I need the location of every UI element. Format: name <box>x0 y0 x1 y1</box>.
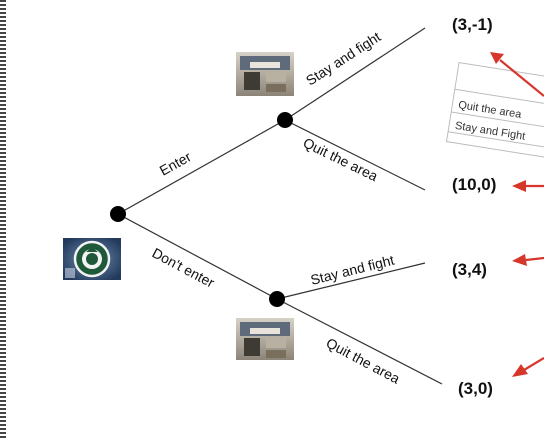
cafe-photo-lower <box>236 318 294 360</box>
arrow-to-dont-stay <box>525 256 544 262</box>
starbucks-logo-image <box>63 238 121 280</box>
root-node <box>110 206 126 222</box>
edge-upper-stay <box>284 27 426 121</box>
payoff-enter-stay: (3,-1) <box>452 15 493 34</box>
payoff-enter-quit: (10,0) <box>452 175 496 194</box>
edge-lower-stay <box>276 262 426 300</box>
edge-enter <box>117 119 286 215</box>
left-border-stripe <box>0 0 6 438</box>
label-upper-stay: Stay and fight <box>303 28 384 88</box>
label-lower-stay: Stay and fight <box>309 252 396 288</box>
label-dont-enter: Don't enter <box>150 245 218 291</box>
label-lower-quit: Quit the area <box>324 335 403 387</box>
arrow-head <box>512 254 527 266</box>
arrow-to-dont-quit <box>523 357 544 371</box>
arrow-to-enter-stay <box>499 59 544 97</box>
lower-node <box>269 291 285 307</box>
annotation-arrows <box>490 52 544 377</box>
payoff-dont-quit: (3,0) <box>458 379 493 398</box>
payoff-dont-stay: (3,4) <box>452 260 487 279</box>
background-table: Quit the area Stay and Fight <box>445 62 544 160</box>
arrow-head <box>512 364 528 377</box>
arrow-head <box>490 52 504 64</box>
edge-upper-quit <box>284 119 426 191</box>
edge-dont-enter <box>117 213 278 300</box>
edge-lower-quit <box>276 298 443 385</box>
cafe-photo-upper <box>236 52 294 96</box>
label-upper-quit: Quit the area <box>301 134 381 184</box>
tree-edges <box>117 27 443 385</box>
arrow-head <box>512 180 526 192</box>
upper-node <box>277 112 293 128</box>
